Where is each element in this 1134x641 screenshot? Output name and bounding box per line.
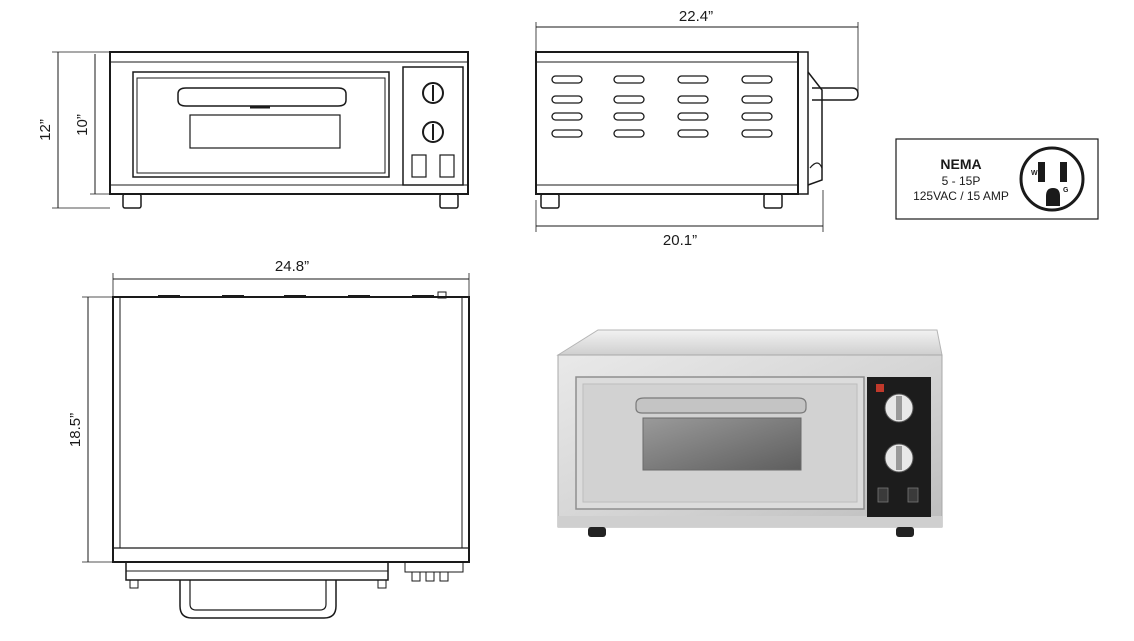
side-vent-slot: [551, 112, 583, 121]
front-control-panel: [402, 66, 464, 186]
side-vent-slot: [677, 112, 709, 121]
top-view: [82, 273, 470, 619]
side-foot-right: [763, 193, 783, 209]
side-vent-slot: [741, 112, 773, 121]
brand-star-icon: [876, 384, 884, 392]
oven-photo: [556, 329, 943, 537]
side-vent-slot: [677, 129, 709, 138]
photo-door-handle: [635, 397, 807, 414]
top-door-handle: [179, 580, 337, 619]
side-body: [535, 51, 799, 195]
nema-type: 5 - 15P: [942, 174, 981, 188]
front-door-handle: [177, 87, 347, 107]
photo-switch-right: [907, 487, 919, 503]
side-vent-slot: [741, 75, 773, 84]
side-bottom-width-label: 20.1”: [663, 232, 697, 249]
side-vent-slot: [613, 95, 645, 104]
side-vent-slot: [613, 75, 645, 84]
side-handle: [812, 87, 859, 101]
side-vent-slot: [613, 129, 645, 138]
photo-foot-right: [896, 527, 914, 537]
front-timer-knob: [422, 82, 444, 104]
front-foot-right: [439, 193, 459, 209]
side-vent-slot: [551, 129, 583, 138]
height-inner-label: 10”: [74, 114, 91, 136]
outlet-pin-w: W: [1031, 170, 1038, 177]
side-foot-left: [540, 193, 560, 209]
side-vent-slot: [677, 75, 709, 84]
front-foot-left: [122, 193, 142, 209]
front-body: [109, 51, 469, 195]
nema-title: NEMA: [940, 156, 981, 172]
side-view: [535, 22, 859, 232]
top-width-label: 24.8”: [275, 258, 309, 275]
outlet-pin-g: G: [1063, 187, 1069, 194]
photo-switch-left: [877, 487, 889, 503]
front-view: [52, 51, 469, 209]
top-body: [112, 296, 470, 563]
side-vent-slot: [613, 112, 645, 121]
nema-rating: 125VAC / 15 AMP: [913, 189, 1009, 203]
side-vent-slot: [741, 95, 773, 104]
side-vents: [551, 75, 773, 138]
front-switch-right: [439, 154, 455, 178]
front-temp-knob: [422, 121, 444, 143]
photo-door-window: [642, 417, 802, 471]
side-vent-slot: [551, 75, 583, 84]
front-door: [132, 71, 390, 178]
nema-plug-box: NEMA 5 - 15P 125VAC / 15 AMP W G: [895, 138, 1099, 220]
side-vent-slot: [741, 129, 773, 138]
side-vent-slot: [677, 95, 709, 104]
front-door-window: [189, 114, 341, 149]
front-switch-left: [411, 154, 427, 178]
top-depth-label: 18.5”: [67, 413, 84, 447]
outlet-icon: W G: [1019, 146, 1085, 212]
side-top-width-label: 22.4”: [679, 8, 713, 25]
photo-foot-left: [588, 527, 606, 537]
side-vent-slot: [551, 95, 583, 104]
height-outer-label: 12”: [37, 119, 54, 141]
